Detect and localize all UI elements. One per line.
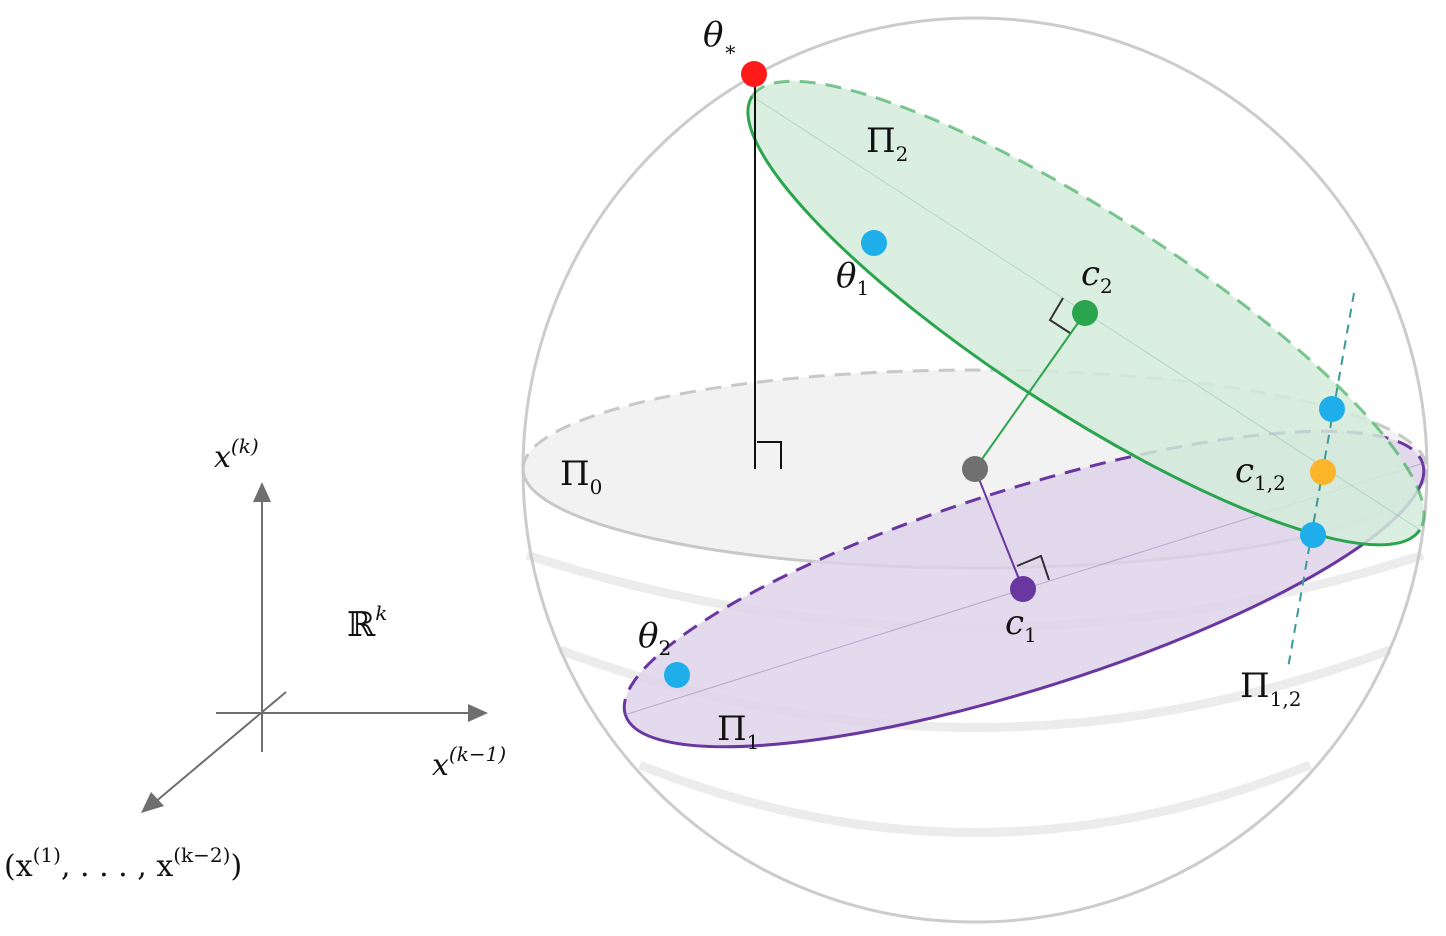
axis-depth-arrow [141,792,164,813]
axis-horizontal-arrow [468,704,488,722]
center-to-c1-line [974,468,1024,590]
c1-point [1010,576,1036,602]
pi2-label: Π2 [866,121,908,166]
theta1-label: θ1 [836,256,869,300]
space-label: ℝk [347,601,387,645]
pi12-label: Π1,2 [1240,666,1301,711]
right-angle-marker-pi0 [757,441,782,469]
theta1-point [861,230,887,256]
center-to-c2-line [974,312,1086,470]
intersection-point-top [1319,396,1345,422]
axis-vertical-arrow [253,482,271,502]
c2-label: c2 [1081,254,1113,298]
pi0-label: Π0 [560,454,602,499]
center-point [962,456,988,482]
theta-star-label: θ∗ [703,15,737,61]
axis-horizontal-label: x(k−1) [432,742,506,783]
right-angle-marker-c1 [1016,554,1050,581]
c12-label: c1,2 [1235,451,1286,495]
theta-star-point [741,61,767,87]
coordinate-axes [141,482,488,813]
axis-depth-label: (x(1), . . . , x(k−2)) [4,843,242,884]
c1-label: c1 [1005,603,1037,647]
c2-point [1072,300,1098,326]
intersection-point-bottom [1300,522,1326,548]
c12-point [1310,459,1336,485]
theta2-label: θ2 [638,616,671,660]
theta2-point [664,662,690,688]
pi1-label: Π1 [717,709,759,754]
axis-vertical-label: x(k) [214,434,259,475]
right-angle-marker-c2 [1048,297,1071,334]
axis-depth [153,691,287,804]
ring-3 [638,760,1312,837]
